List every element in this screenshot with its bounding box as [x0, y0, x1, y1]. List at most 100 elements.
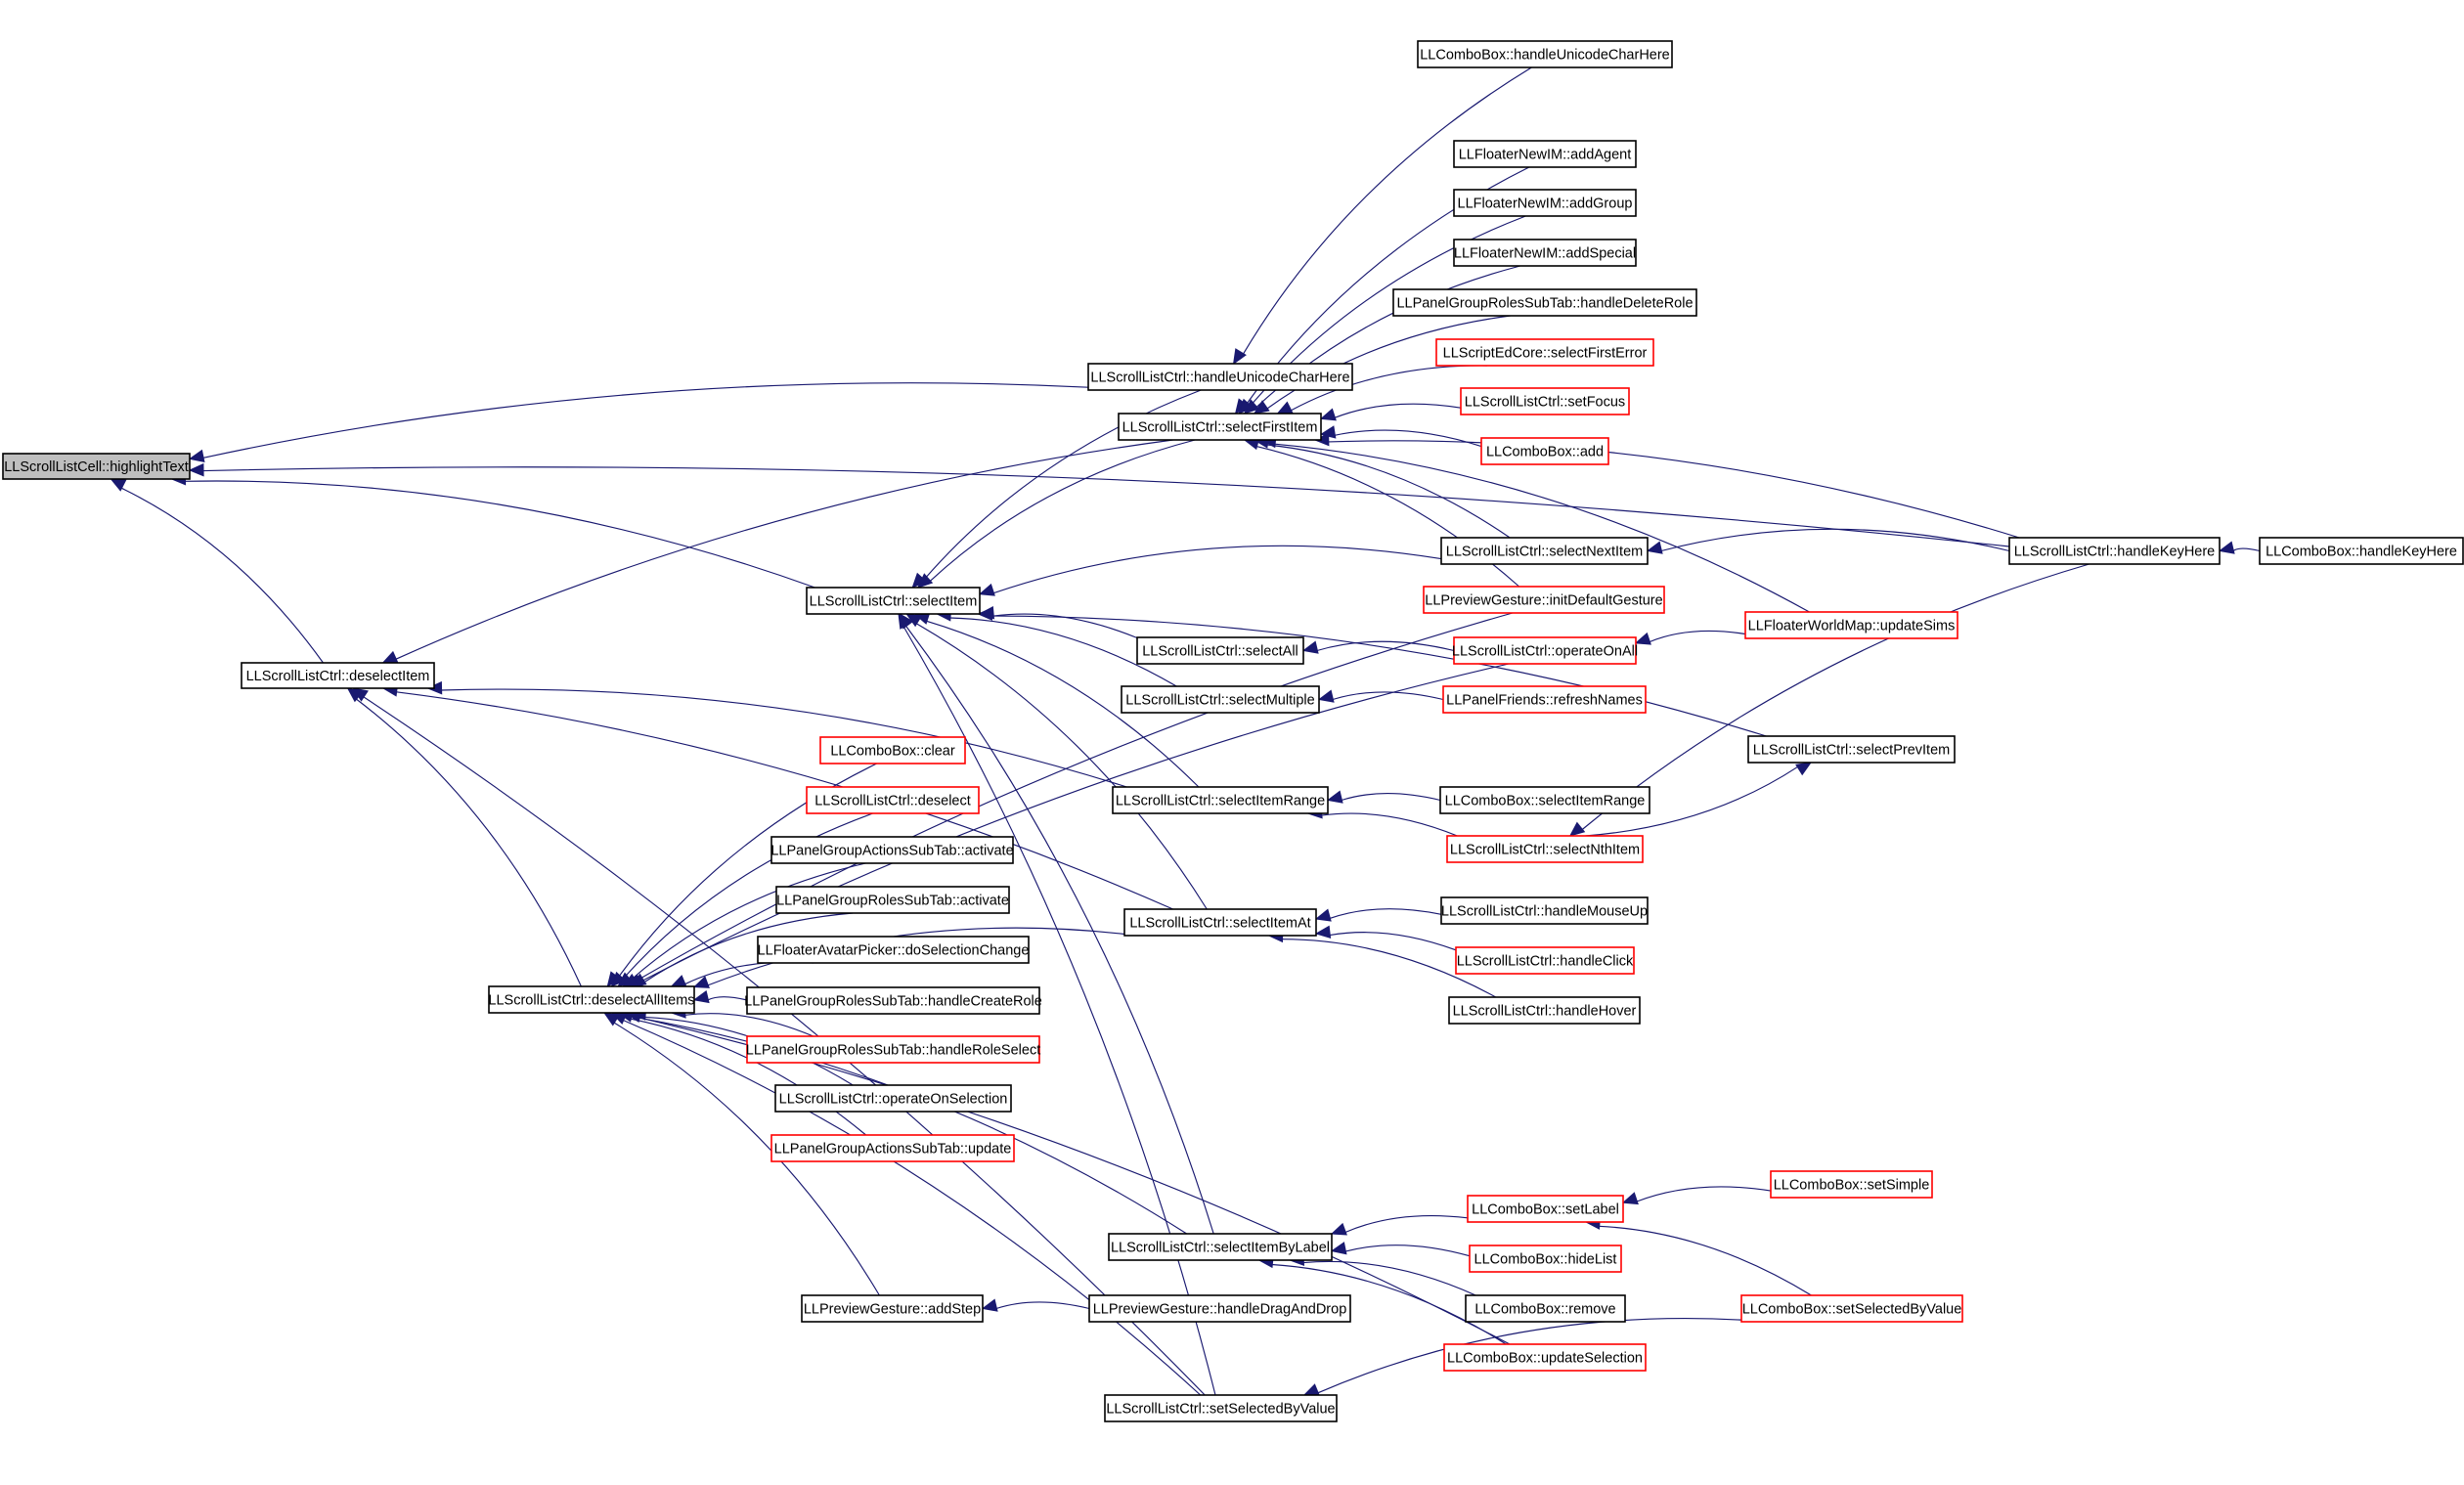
node-label: LLPanelGroupRolesSubTab::handleDeleteRol…: [1396, 296, 1693, 312]
node-box: [770, 836, 1014, 864]
node-hl[interactable]: LLScrollListCell::highlightText: [2, 453, 191, 480]
node-spi[interactable]: LLScrollListCtrl::selectPrevItem: [1747, 735, 1956, 764]
node-box: [1088, 1294, 1351, 1323]
node-label: LLComboBox::clear: [830, 744, 955, 760]
node-sdes[interactable]: LLScrollListCtrl::deselect: [806, 786, 980, 814]
node-box: [1108, 1233, 1333, 1261]
node-label: LLScrollListCtrl::selectAll: [1142, 644, 1298, 660]
node-sfi[interactable]: LLScrollListCtrl::selectFirstItem: [1118, 413, 1322, 441]
node-fwu[interactable]: LLFloaterWorldMap::updateSims: [1744, 611, 1958, 639]
node-ooa[interactable]: LLScrollListCtrl::operateOnAll: [1452, 636, 1638, 665]
node-chl[interactable]: LLComboBox::hideList: [1469, 1245, 1622, 1273]
node-fgr[interactable]: LLFloaterNewIM::addGroup: [1453, 189, 1637, 217]
node-label: LLComboBox::handleKeyHere: [2266, 545, 2457, 560]
node-box: [2, 453, 191, 480]
edge-n_ssv-to-n_dsi: [352, 687, 1206, 1396]
node-sal[interactable]: LLScrollListCtrl::selectAll: [1136, 636, 1304, 665]
node-hmu[interactable]: LLScrollListCtrl::handleMouseUp: [1440, 896, 1649, 925]
node-box: [801, 1294, 984, 1323]
node-csl[interactable]: LLComboBox::setLabel: [1467, 1195, 1624, 1223]
node-hkS[interactable]: LLScrollListCtrl::handleKeyHere: [2008, 537, 2221, 565]
edge-n_hkS-to-n_sni: [1646, 528, 2010, 554]
node-label: LLScrollListCtrl::selectNextItem: [1446, 545, 1643, 560]
node-label: LLScrollListCtrl::selectItemRange: [1116, 794, 1325, 809]
node-box: [1392, 288, 1697, 317]
node-label: LLScrollListCtrl::selectMultiple: [1125, 693, 1314, 709]
node-ssv[interactable]: LLScrollListCtrl::setSelectedByValue: [1104, 1394, 1338, 1422]
node-label: LLScrollListCell::highlightText: [4, 459, 189, 475]
node-box: [1453, 189, 1637, 217]
edge-n_idg-to-n_dsa: [622, 612, 1514, 987]
node-box: [757, 936, 1030, 964]
node-box: [1467, 1195, 1624, 1223]
node-fsp[interactable]: LLFloaterNewIM::addSpecial: [1453, 239, 1637, 267]
edge-n_sia-to-n_dsi: [381, 683, 1173, 910]
node-box: [1455, 946, 1635, 975]
node-sib[interactable]: LLScrollListCtrl::selectItemByLabel: [1108, 1233, 1333, 1261]
node-label: LLPanelGroupRolesSubTab::handleCreateRol…: [744, 994, 1042, 1010]
node-pga[interactable]: LLPanelGroupActionsSubTab::activate: [770, 836, 1014, 864]
node-label: LLScrollListCtrl::handleHover: [1453, 1004, 1637, 1020]
node-label: LLScrollListCtrl::handleClick: [1457, 954, 1634, 970]
node-fag[interactable]: LLFloaterNewIM::addAgent: [1453, 140, 1637, 168]
node-crm[interactable]: LLComboBox::remove: [1465, 1294, 1626, 1323]
edge-n_ooa-to-n_sal: [1301, 640, 1455, 654]
node-hrs[interactable]: LLPanelGroupRolesSubTab::handleRoleSelec…: [746, 1035, 1040, 1064]
node-csr[interactable]: LLComboBox::selectItemRange: [1439, 786, 1650, 814]
node-sni[interactable]: LLScrollListCtrl::selectNextItem: [1440, 537, 1649, 565]
node-dsi[interactable]: LLScrollListCtrl::deselectItem: [241, 662, 435, 689]
edge-n_csr-to-n_sir: [1326, 790, 1441, 804]
node-box: [806, 786, 980, 814]
node-prn[interactable]: LLPanelFriends::refreshNames: [1442, 685, 1647, 714]
node-box: [770, 1134, 1015, 1162]
node-hucS[interactable]: LLScrollListCtrl::handleUnicodeCharHere: [1087, 363, 1353, 391]
node-box: [1112, 786, 1329, 814]
node-label: LLScrollListCtrl::selectFirstItem: [1122, 420, 1318, 436]
node-label: LLScrollListCtrl::deselectAllItems: [488, 993, 694, 1009]
node-oos[interactable]: LLScrollListCtrl::operateOnSelection: [774, 1084, 1012, 1113]
node-sfo[interactable]: LLScrollListCtrl::setFocus: [1460, 387, 1630, 415]
node-label: LLPreviewGesture::handleDragAndDrop: [1093, 1302, 1347, 1318]
node-box: [1442, 685, 1647, 714]
node-hcr[interactable]: LLPanelGroupRolesSubTab::handleCreateRol…: [744, 986, 1042, 1015]
node-pgr[interactable]: LLPanelGroupRolesSubTab::activate: [775, 886, 1010, 914]
node-label: LLPanelGroupRolesSubTab::activate: [776, 894, 1009, 909]
node-box: [1417, 40, 1673, 68]
node-si[interactable]: LLScrollListCtrl::selectItem: [806, 587, 981, 615]
node-sfe[interactable]: LLScriptEdCore::selectFirstError: [1435, 338, 1654, 367]
node-box: [1136, 636, 1304, 665]
node-hucC[interactable]: LLComboBox::handleUnicodeCharHere: [1417, 40, 1673, 68]
edge-n_fwu-to-n_ooa: [1634, 630, 1746, 645]
node-label: LLScrollListCtrl::selectPrevItem: [1753, 743, 1950, 759]
edge-n_sia-to-n_dsa: [692, 927, 1125, 988]
node-pas[interactable]: LLPreviewGesture::addStep: [801, 1294, 984, 1323]
node-fap[interactable]: LLFloaterAvatarPicker::doSelectionChange: [757, 936, 1030, 964]
node-label: LLScrollListCtrl::selectItemByLabel: [1111, 1241, 1330, 1256]
node-pdr[interactable]: LLPanelGroupRolesSubTab::handleDeleteRol…: [1392, 288, 1697, 317]
node-sia[interactable]: LLScrollListCtrl::selectItemAt: [1123, 908, 1317, 937]
node-smu[interactable]: LLScrollListCtrl::selectMultiple: [1121, 685, 1320, 714]
node-hho[interactable]: LLScrollListCtrl::handleHover: [1448, 996, 1641, 1025]
node-hkC[interactable]: LLComboBox::handleKeyHere: [2259, 537, 2464, 565]
node-dsa[interactable]: LLScrollListCtrl::deselectAllItems: [488, 985, 695, 1014]
node-csv[interactable]: LLComboBox::setSelectedByValue: [1740, 1294, 1963, 1323]
edge-n_ssv-to-n_dsa: [610, 1012, 1202, 1396]
node-idg[interactable]: LLPreviewGesture::initDefaultGesture: [1423, 586, 1665, 614]
node-cus[interactable]: LLComboBox::updateSelection: [1443, 1343, 1647, 1372]
node-label: LLScrollListCtrl::selectItem: [810, 594, 978, 610]
edge-n_hucS-to-n_hl: [188, 382, 1089, 463]
edge-n_csl-to-n_sib: [1330, 1214, 1469, 1236]
node-cad[interactable]: LLComboBox::add: [1480, 437, 1609, 465]
node-label: LLScrollListCtrl::handleUnicodeCharHere: [1090, 371, 1349, 386]
node-box: [746, 1035, 1040, 1064]
edge-n_dsi-to-n_hl: [110, 478, 324, 664]
node-label: LLPanelFriends::refreshNames: [1446, 693, 1643, 709]
node-hcl[interactable]: LLScrollListCtrl::handleClick: [1455, 946, 1635, 975]
node-pgu[interactable]: LLPanelGroupActionsSubTab::update: [770, 1134, 1015, 1162]
node-cclr[interactable]: LLComboBox::clear: [819, 736, 966, 764]
node-phd[interactable]: LLPreviewGesture::handleDragAndDrop: [1088, 1294, 1351, 1323]
node-cssm[interactable]: LLComboBox::setSimple: [1770, 1170, 1933, 1199]
node-sir[interactable]: LLScrollListCtrl::selectItemRange: [1112, 786, 1329, 814]
node-snt[interactable]: LLScrollListCtrl::selectNthItem: [1446, 835, 1644, 863]
